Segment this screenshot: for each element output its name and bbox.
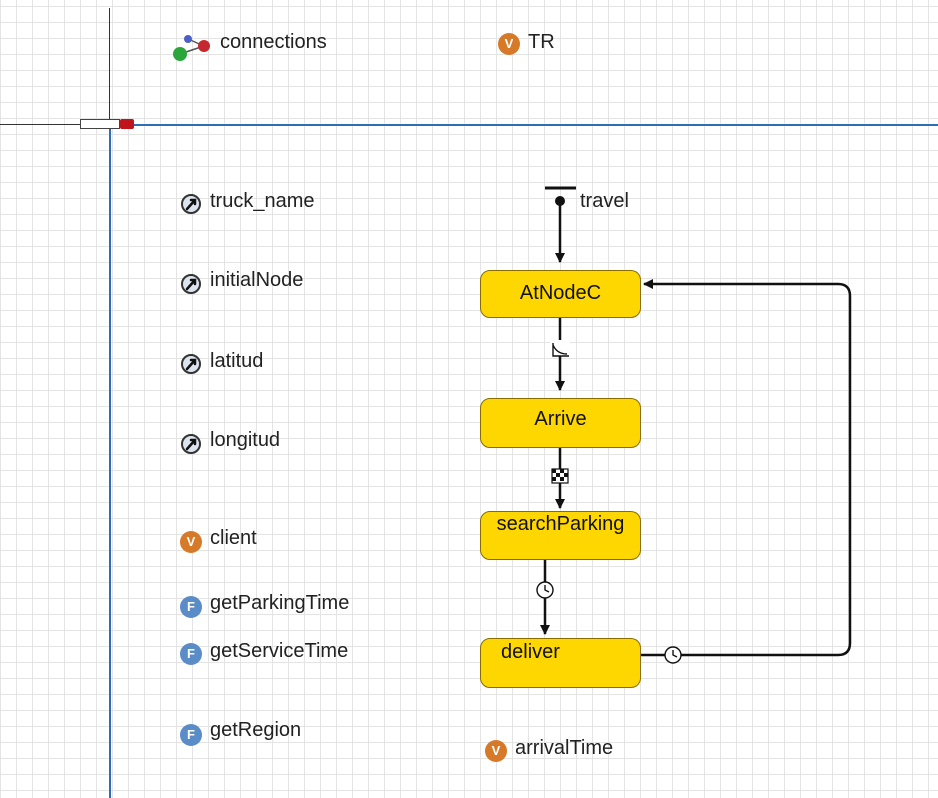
message-trigger-icon xyxy=(551,468,569,484)
state-label: searchParking xyxy=(496,513,625,535)
parameter-icon xyxy=(181,194,201,214)
function-icon: F xyxy=(180,596,202,618)
function-get-service-time[interactable]: getServiceTime xyxy=(210,640,349,662)
client-variable-icon: V xyxy=(180,531,202,553)
client-variable-label[interactable]: client xyxy=(210,527,257,549)
vertical-axis-line xyxy=(109,8,110,125)
state-arrive[interactable]: Arrive xyxy=(480,398,641,448)
horizontal-axis-line xyxy=(0,124,110,125)
connections-icon xyxy=(173,35,210,61)
function-get-region[interactable]: getRegion xyxy=(210,719,302,741)
state-label: AtNodeC xyxy=(519,282,602,304)
tr-variable-label[interactable]: TR xyxy=(528,31,555,53)
transition-deliver-to-atnodec[interactable] xyxy=(640,279,852,657)
origin-handle[interactable] xyxy=(80,119,120,129)
parameter-icon xyxy=(181,354,201,374)
parameter-initial-node[interactable]: initialNode xyxy=(210,269,304,291)
tr-variable-icon: V xyxy=(498,33,520,55)
state-searchparking[interactable]: searchParking xyxy=(480,511,641,560)
state-label: deliver xyxy=(501,641,560,663)
entry-point-dot[interactable] xyxy=(555,196,565,206)
timeout-trigger-icon xyxy=(536,581,554,599)
function-icon: F xyxy=(180,724,202,746)
arrival-time-variable-icon: V xyxy=(485,740,507,762)
timeout-trigger-icon xyxy=(664,646,682,664)
parameter-icon xyxy=(181,274,201,294)
origin-handle-tip[interactable] xyxy=(120,119,134,129)
horizontal-axis-line-blue xyxy=(110,124,938,126)
function-get-parking-time[interactable]: getParkingTime xyxy=(210,592,350,614)
parameter-truck-name[interactable]: truck_name xyxy=(210,190,315,212)
parameter-latitud[interactable]: latitud xyxy=(210,350,264,372)
state-deliver[interactable]: deliver xyxy=(480,638,641,688)
arrival-time-variable-label[interactable]: arrivalTime xyxy=(515,737,614,759)
entry-point-label[interactable]: travel xyxy=(580,190,629,212)
rate-trigger-icon xyxy=(550,340,570,357)
parameter-icon xyxy=(181,434,201,454)
function-icon: F xyxy=(180,643,202,665)
state-label: Arrive xyxy=(534,408,587,430)
parameter-longitud[interactable]: longitud xyxy=(210,429,281,451)
state-atnodec[interactable]: AtNodeC xyxy=(480,270,641,318)
connections-label[interactable]: connections xyxy=(220,31,327,53)
vertical-axis-line-blue xyxy=(109,125,111,798)
